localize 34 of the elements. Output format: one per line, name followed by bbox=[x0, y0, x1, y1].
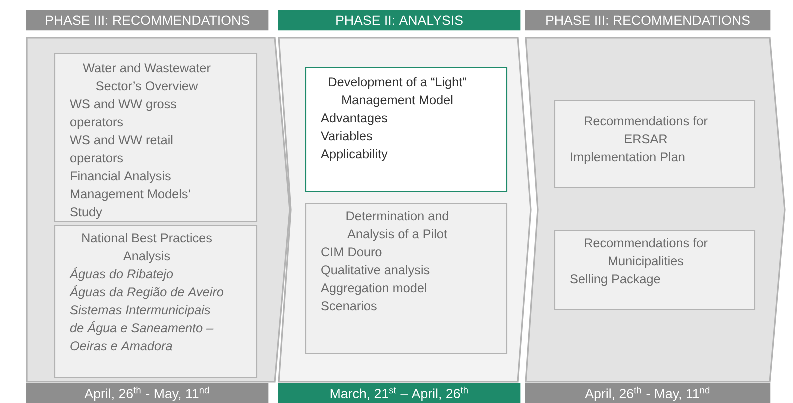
list-item: Aggregation model bbox=[321, 283, 426, 296]
phase-header: PHASE III: RECOMMENDATIONS bbox=[525, 10, 771, 31]
content-box bbox=[54, 225, 258, 379]
list-item: CIM Douro bbox=[322, 248, 382, 257]
content-box bbox=[305, 203, 508, 355]
box-heading: Water and Wastewater Sector’s Overview bbox=[83, 63, 211, 91]
list-item: Águas do Ribatejo bbox=[70, 268, 174, 282]
box-heading: Recommendations for Municipalities bbox=[585, 238, 708, 268]
list-item: Variables bbox=[321, 131, 372, 141]
list-item: WS and WW gross operators bbox=[70, 99, 177, 130]
content-box bbox=[554, 100, 756, 189]
box-heading: National Best Practices Analysis bbox=[82, 233, 212, 264]
content-box bbox=[305, 67, 508, 193]
list-item: Applicability bbox=[321, 149, 388, 162]
list-item: Águas da Região de Aveiro bbox=[70, 286, 224, 300]
list-item: Implementation Plan bbox=[571, 152, 685, 164]
box-heading: Development of a “Light” Management Model bbox=[329, 77, 466, 108]
box-heading: Recommendations for ERSAR bbox=[585, 116, 708, 144]
list-item: WS and WW retail operators bbox=[70, 135, 173, 166]
list-item: Sistemas Intermunicipais de Água e Saneamento – Oeiras e Amadora bbox=[70, 305, 214, 351]
date-footer: April, 26$^{th}$ - May, 11$^{nd}$ bbox=[26, 383, 269, 403]
list-item: Advantages bbox=[321, 113, 388, 126]
content-box bbox=[54, 53, 258, 223]
list-item: Selling Package bbox=[570, 274, 660, 286]
phase-header: PHASE II: ANALYSIS bbox=[278, 10, 521, 31]
list-item: Qualitative analysis bbox=[322, 265, 430, 278]
phase-header: PHASE III: RECOMMENDATIONS bbox=[26, 10, 269, 31]
date-footer: March, 21$^{st}$ – April, 26$^{th}$ bbox=[278, 383, 521, 403]
date-footer: April, 26$^{th}$ - May, 11$^{nd}$ bbox=[525, 383, 771, 403]
list-item: Management Models’ Study bbox=[70, 189, 190, 220]
list-item: Scenarios bbox=[322, 301, 377, 311]
box-heading: Determination and Analysis of a Pilot bbox=[346, 211, 448, 242]
list-item: Financial Analysis bbox=[71, 171, 171, 184]
content-box bbox=[554, 230, 756, 311]
